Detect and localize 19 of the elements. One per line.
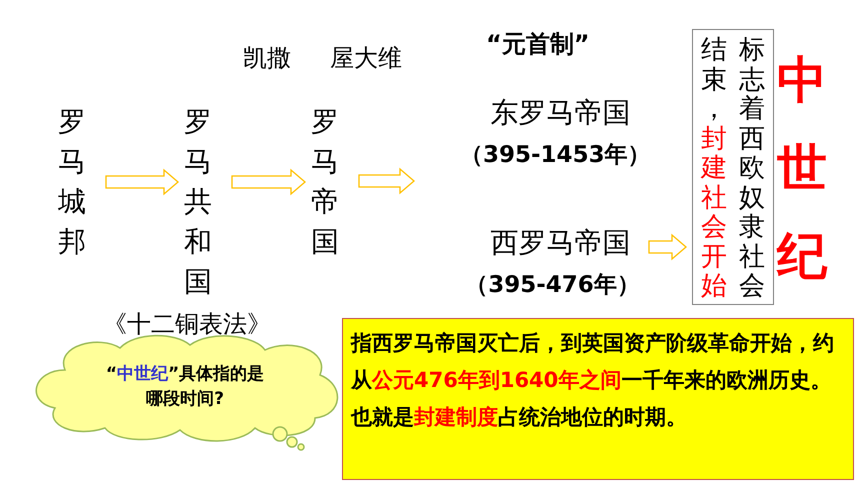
- vertical-label: 罗马帝国: [311, 102, 347, 262]
- term-label: “元首制”: [486, 29, 590, 60]
- question-text: “中世纪”具体指的是哪段时间?: [104, 363, 266, 411]
- block-arrow: [231, 168, 306, 196]
- date-range: （395-1453年）: [460, 141, 645, 170]
- state-name: 西罗马帝国: [490, 226, 630, 260]
- block-arrow: [358, 168, 415, 194]
- definition-box: 指西罗马帝国灭亡后，到英国资产阶级革命开始，约从公元476年到1640年之间一千年来的欧洲历史。也就是封建制度占统治地位的时期。: [342, 318, 854, 480]
- person-name: 屋大维: [330, 43, 402, 74]
- state-name: 东罗马帝国: [490, 96, 630, 130]
- date-range: （395-476年）: [464, 271, 641, 300]
- vertical-text: 标志着西欧奴隶社会结束，封建社会开始: [700, 36, 765, 302]
- block-arrow: [105, 168, 179, 196]
- law-title: 《十二铜表法》: [103, 309, 271, 340]
- era-title: 中世纪: [777, 50, 827, 287]
- person-name: 凯撒: [243, 43, 291, 74]
- vertical-label: 罗马城邦: [58, 102, 94, 262]
- block-arrow: [648, 234, 687, 260]
- vertical-label: 罗马共和国: [184, 102, 220, 302]
